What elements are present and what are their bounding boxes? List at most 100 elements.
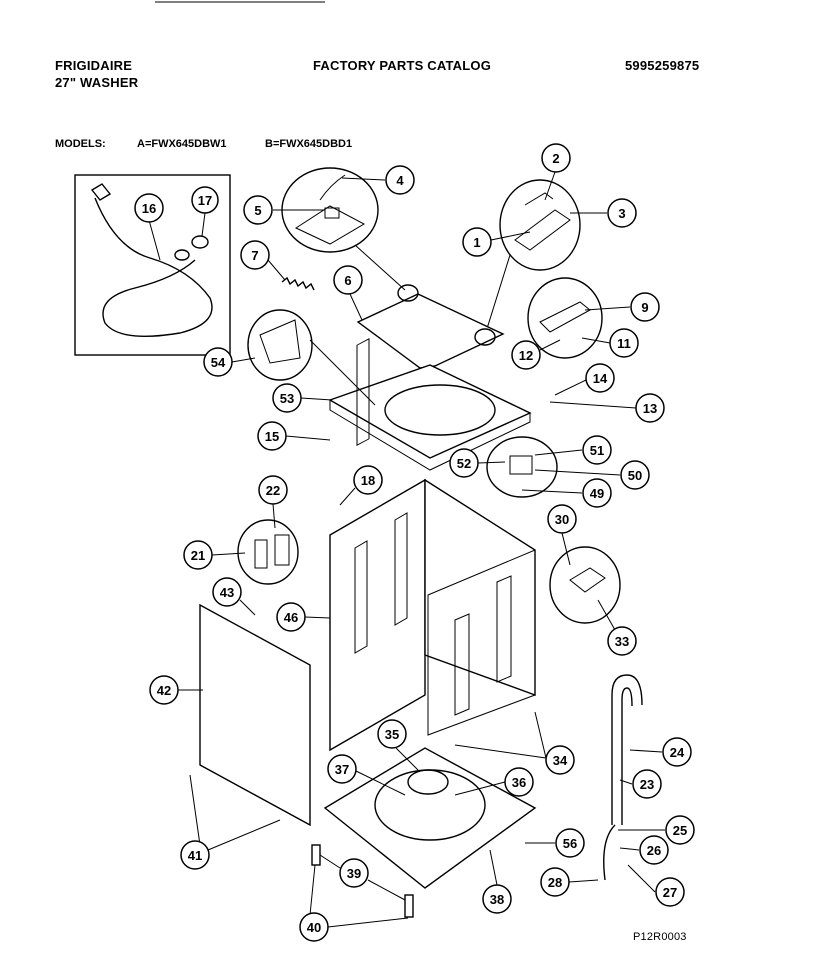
svg-text:26: 26 [647, 843, 661, 858]
drain-hose [603, 674, 643, 881]
catalog-number: 5995259875 [625, 58, 700, 73]
callout-15: 15 [257, 421, 331, 451]
models-label: MODELS: [55, 138, 106, 150]
svg-text:52: 52 [457, 456, 471, 471]
callout-49: 49 [521, 478, 612, 508]
callout-12: 12 [511, 339, 561, 370]
control-detail-circle [486, 436, 558, 498]
model-b: B=FWX645DBD1 [265, 138, 353, 150]
callout-30: 30 [547, 504, 577, 566]
lid [356, 284, 505, 369]
svg-text:2: 2 [552, 151, 559, 166]
callout-40: 40 [299, 864, 409, 942]
top-panel [309, 339, 532, 471]
callout-13: 13 [549, 393, 665, 423]
pump-detail-circle [549, 546, 621, 624]
callout-33: 33 [597, 599, 637, 656]
front-panel [199, 603, 311, 827]
catalog-title: FACTORY PARTS CATALOG [313, 58, 492, 73]
callout-11: 11 [581, 328, 639, 358]
callout-54: 54 [203, 347, 256, 377]
svg-text:16: 16 [142, 201, 156, 216]
svg-text:25: 25 [673, 823, 687, 838]
power-cord-box [74, 174, 231, 356]
svg-text:13: 13 [643, 401, 657, 416]
svg-text:34: 34 [553, 753, 568, 768]
callout-5: 5 [243, 195, 325, 225]
svg-text:18: 18 [361, 473, 375, 488]
svg-text:50: 50 [628, 468, 642, 483]
callout-50: 50 [534, 460, 650, 490]
callout-26: 26 [619, 835, 669, 865]
svg-text:51: 51 [590, 443, 604, 458]
callout-51: 51 [534, 435, 612, 465]
callout-2: 2 [541, 143, 571, 201]
svg-text:7: 7 [251, 248, 258, 263]
svg-text:38: 38 [490, 892, 504, 907]
cabinet [329, 338, 536, 752]
callout-3: 3 [570, 198, 637, 228]
callout-27: 27 [627, 864, 685, 907]
brand-title: FRIGIDAIRE [55, 58, 133, 73]
svg-text:27: 27 [663, 885, 677, 900]
callout-1: 1 [462, 227, 531, 257]
svg-text:21: 21 [191, 548, 205, 563]
svg-text:24: 24 [670, 745, 685, 760]
svg-text:46: 46 [284, 610, 298, 625]
svg-text:54: 54 [211, 355, 226, 370]
svg-text:35: 35 [385, 727, 399, 742]
base-frame [323, 747, 537, 889]
svg-text:49: 49 [590, 486, 604, 501]
lid-switch-detail-circle [499, 179, 581, 271]
callout-14: 14 [554, 363, 615, 396]
svg-text:37: 37 [335, 762, 349, 777]
callout-4: 4 [341, 165, 415, 195]
svg-text:41: 41 [188, 848, 202, 863]
callout-41: 41 [180, 774, 281, 870]
callout-53: 53 [272, 383, 333, 413]
callout-7: 7 [240, 240, 286, 281]
svg-text:28: 28 [548, 875, 562, 890]
callout-37: 37 [327, 754, 406, 796]
svg-text:56: 56 [563, 836, 577, 851]
svg-text:3: 3 [618, 206, 625, 221]
callout-24: 24 [629, 737, 692, 767]
callout-17: 17 [191, 186, 219, 237]
figure-code: P12R0003 [633, 931, 687, 943]
callout-9: 9 [584, 292, 660, 322]
callout-34: 34 [454, 711, 575, 775]
svg-text:23: 23 [640, 777, 654, 792]
callout-38: 38 [482, 849, 512, 914]
svg-text:9: 9 [641, 300, 648, 315]
svg-text:43: 43 [220, 585, 234, 600]
callout-56: 56 [525, 828, 585, 858]
svg-text:14: 14 [593, 371, 608, 386]
svg-text:1: 1 [473, 235, 480, 250]
callout-25: 25 [618, 815, 695, 845]
callout-22: 22 [258, 475, 288, 529]
svg-text:15: 15 [265, 429, 279, 444]
svg-text:12: 12 [519, 348, 533, 363]
callout-21: 21 [183, 540, 246, 570]
svg-text:22: 22 [266, 483, 280, 498]
callout-36: 36 [454, 767, 534, 797]
callout-16: 16 [134, 193, 164, 261]
callout-52: 52 [449, 448, 506, 478]
callout-35: 35 [377, 719, 419, 771]
bezel-detail-circle [247, 309, 313, 381]
callout-18: 18 [339, 465, 383, 506]
svg-text:4: 4 [396, 173, 404, 188]
svg-text:53: 53 [280, 391, 294, 406]
callout-28: 28 [540, 867, 599, 897]
hose-clip-detail-circle [237, 519, 299, 585]
lid-spring [281, 276, 315, 291]
callout-23: 23 [619, 769, 662, 799]
svg-text:6: 6 [344, 273, 351, 288]
svg-text:39: 39 [347, 866, 361, 881]
svg-text:17: 17 [198, 193, 212, 208]
svg-text:40: 40 [307, 920, 321, 935]
callout-43: 43 [212, 577, 256, 616]
callout-42: 42 [149, 675, 203, 705]
